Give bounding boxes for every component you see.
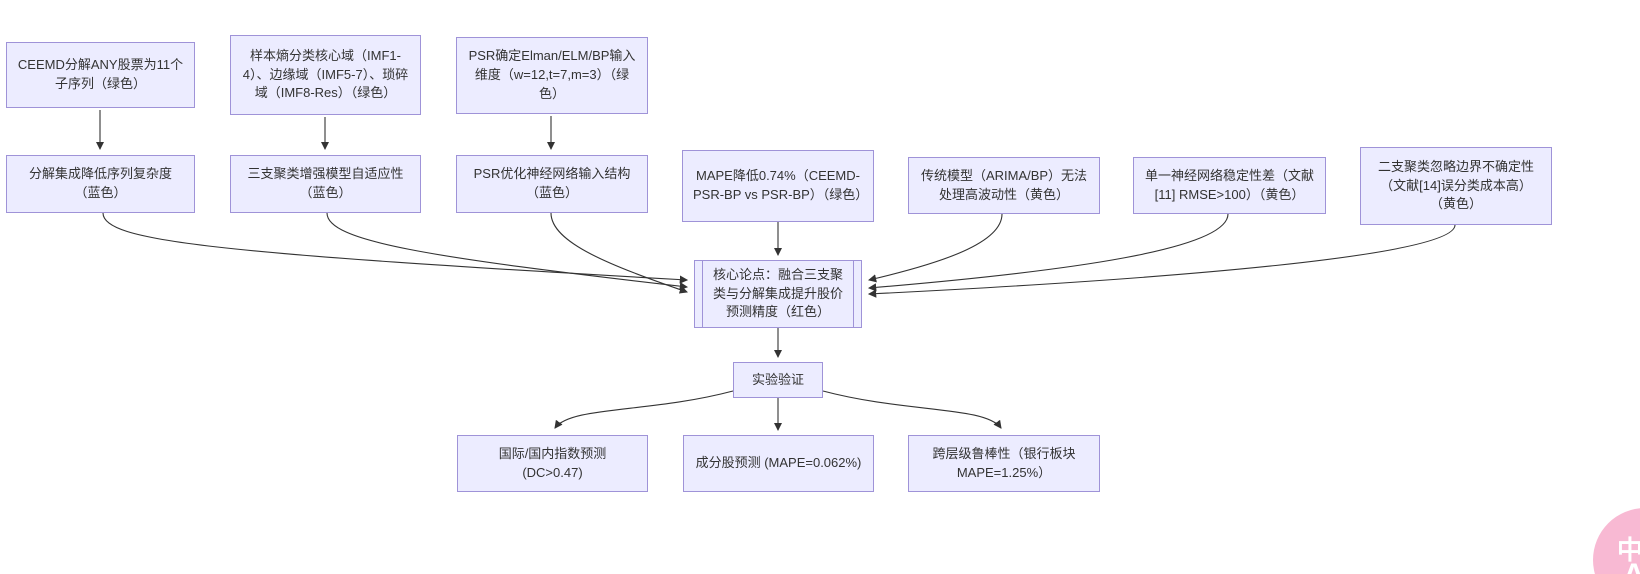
edge-experiment-to-index [554,390,734,429]
edge-complexity-to-core [102,212,689,284]
node-mape-improvement: MAPE降低0.74%（CEEMD-PSR-BP vs PSR-BP）（绿色） [682,150,874,222]
translate-icon: 中 [1617,535,1640,565]
edge-singlenn-to-core [867,213,1229,292]
node-index-prediction: 国际/国内指数预测 (DC>0.47) [457,435,648,492]
node-three-way-adaptive: 三支聚类增强模型自适应性（蓝色） [230,155,421,213]
edge-adaptive-to-core [326,212,689,291]
node-experiment: 实验验证 [733,362,823,398]
node-decompose-complexity: 分解集成降低序列复杂度（蓝色） [6,155,195,213]
node-core-thesis: 核心论点：融合三支聚类与分解集成提升股价预测精度（红色） [694,260,862,328]
node-stock-prediction: 成分股预测 (MAPE=0.062%) [683,435,874,492]
node-single-nn-instability: 单一神经网络稳定性差（文献[11] RMSE>100）（黄色） [1133,157,1326,214]
node-ceemd-decompose: CEEMD分解ANY股票为11个子序列（绿色） [6,42,195,108]
node-traditional-limit: 传统模型（ARIMA/BP）无法处理高波动性（黄色） [908,157,1100,214]
node-psr-dimension: PSR确定Elman/ELM/BP输入维度（w=12,t=7,m=3）（绿色） [456,37,648,114]
edge-twoway-to-core [867,224,1456,298]
node-psr-structure: PSR优化神经网络输入结构（蓝色） [456,155,648,213]
node-sample-entropy: 样本熵分类核心域（IMF1-4）、边缘域（IMF5-7）、琐碎域（IMF8-Re… [230,35,421,115]
translate-badge[interactable]: 中 A [1593,508,1640,574]
edge-experiment-to-robustness [822,390,1002,429]
node-robustness: 跨层级鲁棒性（银行板块 MAPE=1.25%） [908,435,1100,492]
edge-traditional-to-core [867,213,1003,283]
edge-structure-to-core [550,212,688,294]
node-two-way-limit: 二支聚类忽略边界不确定性（文献[14]误分类成本高）（黄色） [1360,147,1552,225]
